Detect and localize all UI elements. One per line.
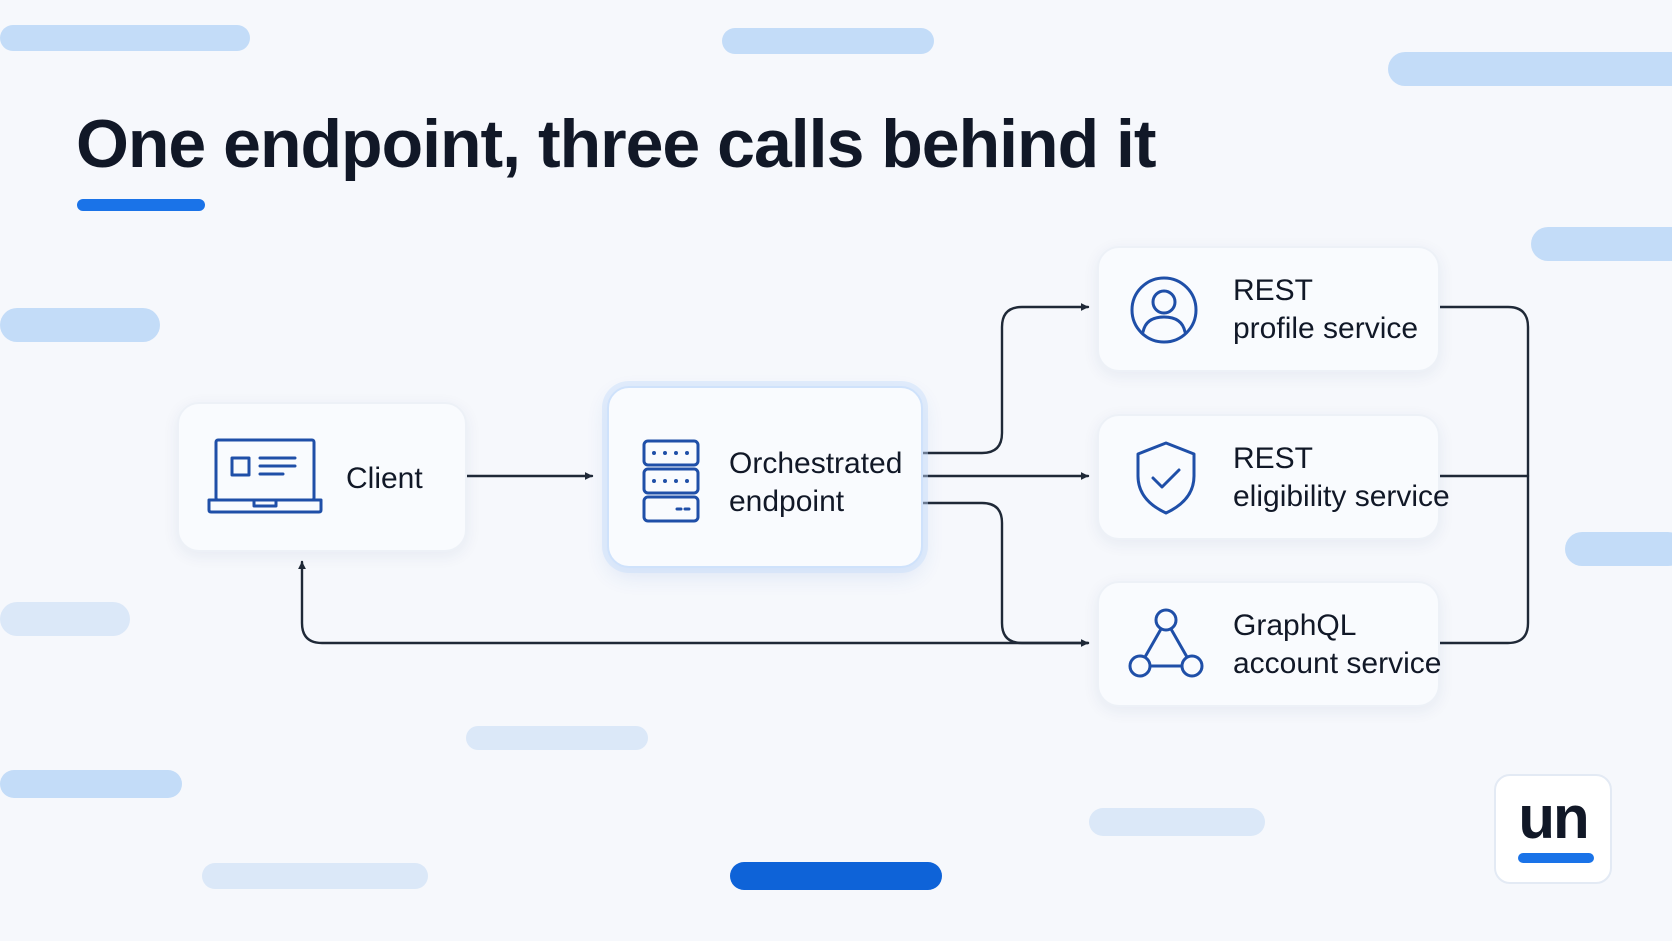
decor-pill <box>722 28 934 54</box>
profile-label-line2: profile service <box>1233 312 1419 345</box>
profile-service-node: REST profile service <box>1097 246 1440 372</box>
decor-pill <box>0 602 130 636</box>
eligibility-label-line2: eligibility service <box>1233 480 1450 513</box>
laptop-icon <box>207 438 323 514</box>
decor-pill <box>0 308 160 342</box>
server-icon <box>642 439 700 523</box>
logo-underline <box>1518 853 1594 863</box>
decor-pill <box>0 770 182 798</box>
page-title: One endpoint, three calls behind it <box>76 106 1157 182</box>
logo-text: un <box>1518 784 1589 851</box>
return-to-client <box>298 560 1090 645</box>
decor-pill <box>1388 52 1672 86</box>
decor-pill <box>466 726 648 750</box>
user-icon <box>1130 276 1198 344</box>
endpoint-label-line1: Orchestrated <box>729 447 903 480</box>
client-label: Client <box>346 462 423 495</box>
brand-logo: un <box>1494 774 1612 884</box>
account-service-node: GraphQL account service <box>1097 581 1442 707</box>
arrow-endpoint-to-profile <box>921 303 1090 455</box>
client-node: Client <box>177 402 467 552</box>
orchestrated-endpoint-node: Orchestrated endpoint <box>607 386 923 568</box>
decor-pill <box>1531 227 1672 261</box>
profile-label-line1: REST <box>1233 274 1314 307</box>
decor-pill <box>0 25 250 51</box>
eligibility-service-node: REST eligibility service <box>1097 414 1450 540</box>
decor-pill-accent <box>730 862 942 890</box>
decor-pill <box>202 863 428 889</box>
graphql-icon <box>1128 608 1204 678</box>
account-label-line1: GraphQL <box>1233 609 1357 642</box>
account-label-line2: account service <box>1233 647 1442 680</box>
endpoint-label-line2: endpoint <box>729 485 845 518</box>
eligibility-label-line1: REST <box>1233 442 1314 475</box>
title-underline <box>77 199 205 211</box>
decor-pill <box>1089 808 1265 836</box>
shield-check-icon <box>1136 441 1196 515</box>
decor-pill <box>1565 532 1672 566</box>
arrow-endpoint-to-account <box>921 501 1090 647</box>
